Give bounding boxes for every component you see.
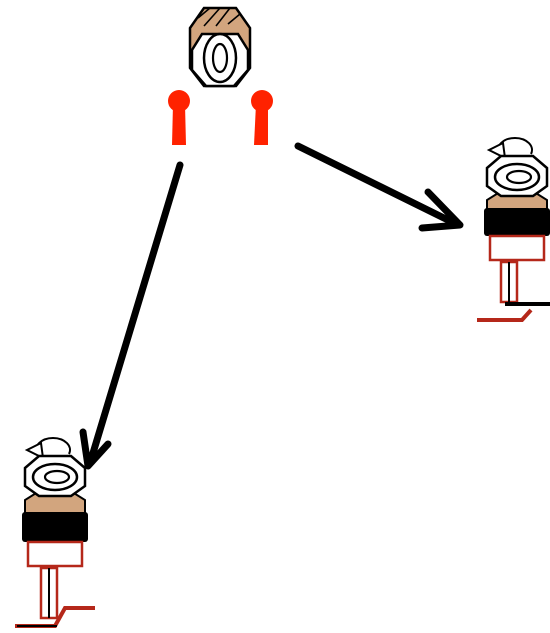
arrow-left (79, 161, 184, 470)
arrow-right (294, 142, 464, 232)
red-marker-left (168, 90, 190, 145)
rotate-arrow-icon (486, 137, 533, 160)
target-head-icon (188, 6, 252, 88)
rotate-arrow-icon (24, 437, 71, 460)
target-on-stand-left (15, 437, 95, 628)
red-marker-right (251, 90, 273, 145)
target-on-stand-right (477, 137, 550, 322)
